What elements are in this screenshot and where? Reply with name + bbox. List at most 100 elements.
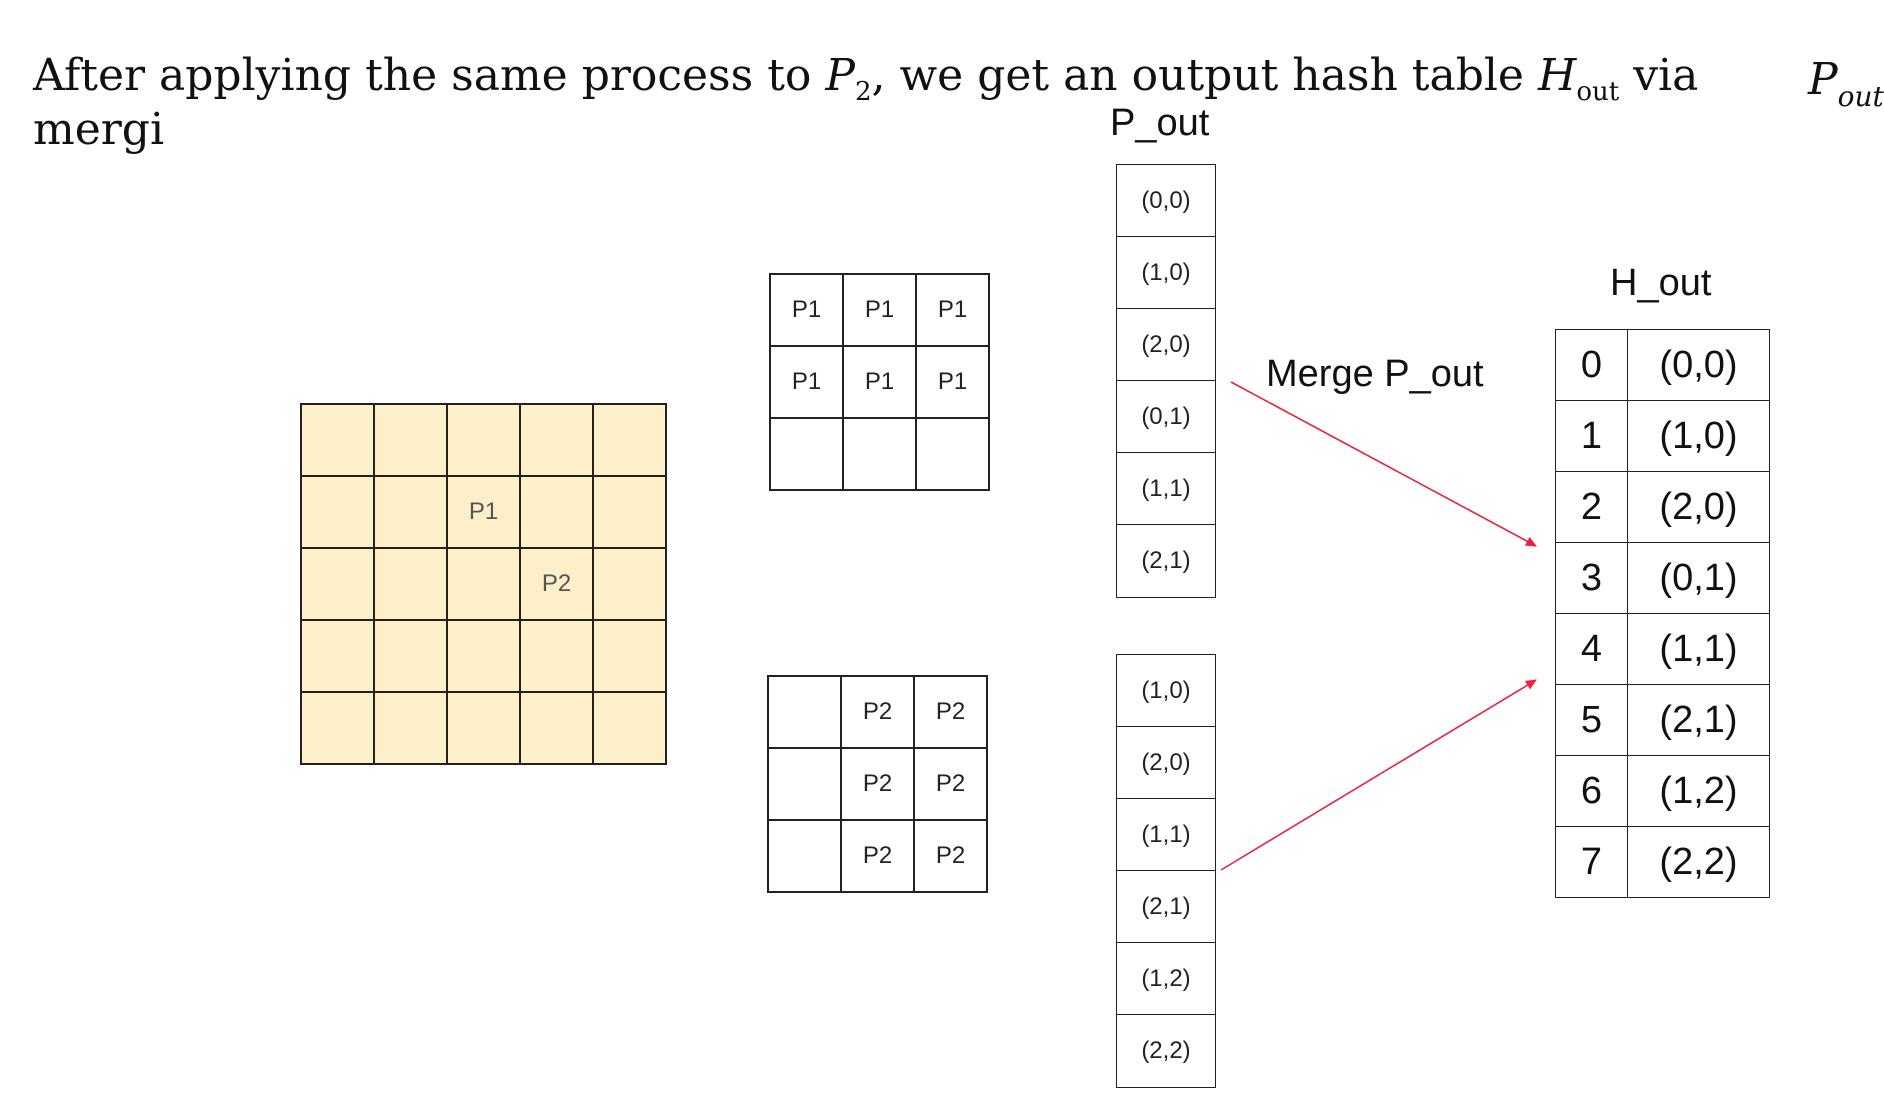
p-out-p1-entry: (1,0) bbox=[1117, 237, 1215, 309]
h-out-value: (2,1) bbox=[1627, 684, 1770, 756]
input-grid-cell bbox=[301, 404, 374, 476]
p-out-p2-entry: (2,0) bbox=[1117, 727, 1215, 799]
p2-grid-cell: P2 bbox=[841, 748, 914, 820]
input-grid-cell bbox=[301, 620, 374, 692]
h-subscript: out bbox=[1576, 77, 1620, 107]
h-out-value: (0,1) bbox=[1627, 542, 1770, 614]
p-out-p1-entry: (0,1) bbox=[1117, 381, 1215, 453]
p-out-p1-entry: (2,0) bbox=[1117, 309, 1215, 381]
h-out-value: (1,0) bbox=[1627, 400, 1770, 472]
merge-arrow-p1 bbox=[1230, 381, 1537, 547]
input-grid-cell bbox=[374, 548, 447, 620]
h-out-row: 0(0,0) bbox=[1555, 329, 1770, 401]
sentence-start: After applying the same process to bbox=[33, 50, 826, 101]
pout-symbol-header: Pout bbox=[1808, 54, 1884, 123]
p-out-p2-entry: (2,2) bbox=[1141, 1037, 1191, 1064]
input-grid-cell bbox=[301, 548, 374, 620]
p1-grid-cell: P1 bbox=[916, 346, 989, 418]
h-out-key: 2 bbox=[1555, 471, 1628, 543]
h-out-key: 7 bbox=[1555, 826, 1628, 898]
input-grid-cell bbox=[301, 476, 374, 548]
input-grid-cell bbox=[374, 692, 447, 764]
p1-grid-cell bbox=[770, 418, 843, 490]
h-out-key: 0 bbox=[1555, 329, 1628, 401]
header-line-2: mergi bbox=[33, 104, 165, 155]
p1-grid-cell: P1 bbox=[843, 346, 916, 418]
p1-grid-cell: P1 bbox=[770, 274, 843, 346]
h-out-key: 6 bbox=[1555, 755, 1628, 827]
h-out-row: 2(2,0) bbox=[1555, 471, 1770, 543]
h-out-value: (1,1) bbox=[1627, 613, 1770, 685]
p2-grid-cell: P2 bbox=[914, 820, 987, 892]
h-out-key: 1 bbox=[1555, 400, 1628, 472]
p2-grid-cell: P2 bbox=[914, 748, 987, 820]
input-grid-cell bbox=[593, 692, 666, 764]
h-out-value: (1,2) bbox=[1627, 755, 1770, 827]
input-grid-cell bbox=[374, 404, 447, 476]
p-out-list-p2: (1,0)(2,0)(1,1)(2,1)(1,2) (2,2) bbox=[1116, 654, 1216, 1088]
input-grid-cell: P1 bbox=[447, 476, 520, 548]
h-symbol: H bbox=[1537, 50, 1577, 101]
pout-subscript: out bbox=[1837, 80, 1884, 113]
pout-symbol: P bbox=[1808, 54, 1838, 105]
input-grid-cell bbox=[447, 692, 520, 764]
h-out-value: (2,0) bbox=[1627, 471, 1770, 543]
h-out-row: 7(2,2) bbox=[1555, 826, 1770, 898]
p-out-title: P_out bbox=[1110, 102, 1210, 144]
input-grid-cell bbox=[593, 404, 666, 476]
header-sentence: After applying the same process to P2, w… bbox=[33, 50, 1863, 107]
p2-symbol: P bbox=[825, 50, 855, 101]
p2-grid-cell: P2 bbox=[841, 820, 914, 892]
input-grid-cell bbox=[520, 692, 593, 764]
h-out-title: H_out bbox=[1610, 262, 1712, 304]
p2-subscript: 2 bbox=[854, 77, 872, 107]
p-out-p2-entry: (1,0) bbox=[1117, 655, 1215, 727]
input-grid-cell bbox=[593, 548, 666, 620]
input-grid-cell: P2 bbox=[520, 548, 593, 620]
p-out-list-p1: (0,0)(1,0)(2,0)(0,1)(1,1) (2,1) bbox=[1116, 164, 1216, 598]
p1-grid-cell: P1 bbox=[843, 274, 916, 346]
h-out-row: 3(0,1) bbox=[1555, 542, 1770, 614]
h-out-row: 5(2,1) bbox=[1555, 684, 1770, 756]
p-out-p2-entry: (2,1) bbox=[1117, 871, 1215, 943]
p-out-p2-entry: (1,2) bbox=[1117, 943, 1215, 1015]
p1-grid-cell: P1 bbox=[916, 274, 989, 346]
h-out-key: 4 bbox=[1555, 613, 1628, 685]
h-out-row: 6(1,2) bbox=[1555, 755, 1770, 827]
input-grid-cell bbox=[447, 548, 520, 620]
input-grid-cell bbox=[593, 620, 666, 692]
input-grid-cell bbox=[447, 404, 520, 476]
p1-grid-cell bbox=[843, 418, 916, 490]
p2-grid-cell: P2 bbox=[914, 676, 987, 748]
input-grid-cell bbox=[520, 476, 593, 548]
h-out-key: 5 bbox=[1555, 684, 1628, 756]
h-out-table: 0(0,0)1(1,0)2(2,0)3(0,1)4(1,1)5(2,1)6(1,… bbox=[1555, 329, 1770, 898]
h-out-key: 3 bbox=[1555, 542, 1628, 614]
p1-grid-cell: P1 bbox=[770, 346, 843, 418]
h-out-value: (0,0) bbox=[1627, 329, 1770, 401]
p1-grid-cell bbox=[916, 418, 989, 490]
p-out-p1-entry: (2,1) bbox=[1141, 547, 1191, 574]
input-grid-cell bbox=[447, 620, 520, 692]
p2-grid-cell bbox=[768, 820, 841, 892]
input-grid-cell bbox=[301, 692, 374, 764]
h-out-value: (2,2) bbox=[1627, 826, 1770, 898]
h-out-row: 1(1,0) bbox=[1555, 400, 1770, 472]
input-grid-cell bbox=[593, 476, 666, 548]
p2-grid-cell bbox=[768, 676, 841, 748]
h-out-row: 4(1,1) bbox=[1555, 613, 1770, 685]
sentence-end: via bbox=[1619, 50, 1699, 101]
p-out-p2-entry: (1,1) bbox=[1117, 799, 1215, 871]
p-out-p1-entry: (0,0) bbox=[1117, 165, 1215, 237]
p2-grid-cell bbox=[768, 748, 841, 820]
input-grid-cell bbox=[374, 620, 447, 692]
sentence-mid: , we get an output hash table bbox=[871, 50, 1538, 101]
p-out-p1-entry: (1,1) bbox=[1117, 453, 1215, 525]
input-grid-cell bbox=[520, 620, 593, 692]
p2-grid-cell: P2 bbox=[841, 676, 914, 748]
merge-label: Merge P_out bbox=[1266, 353, 1484, 395]
